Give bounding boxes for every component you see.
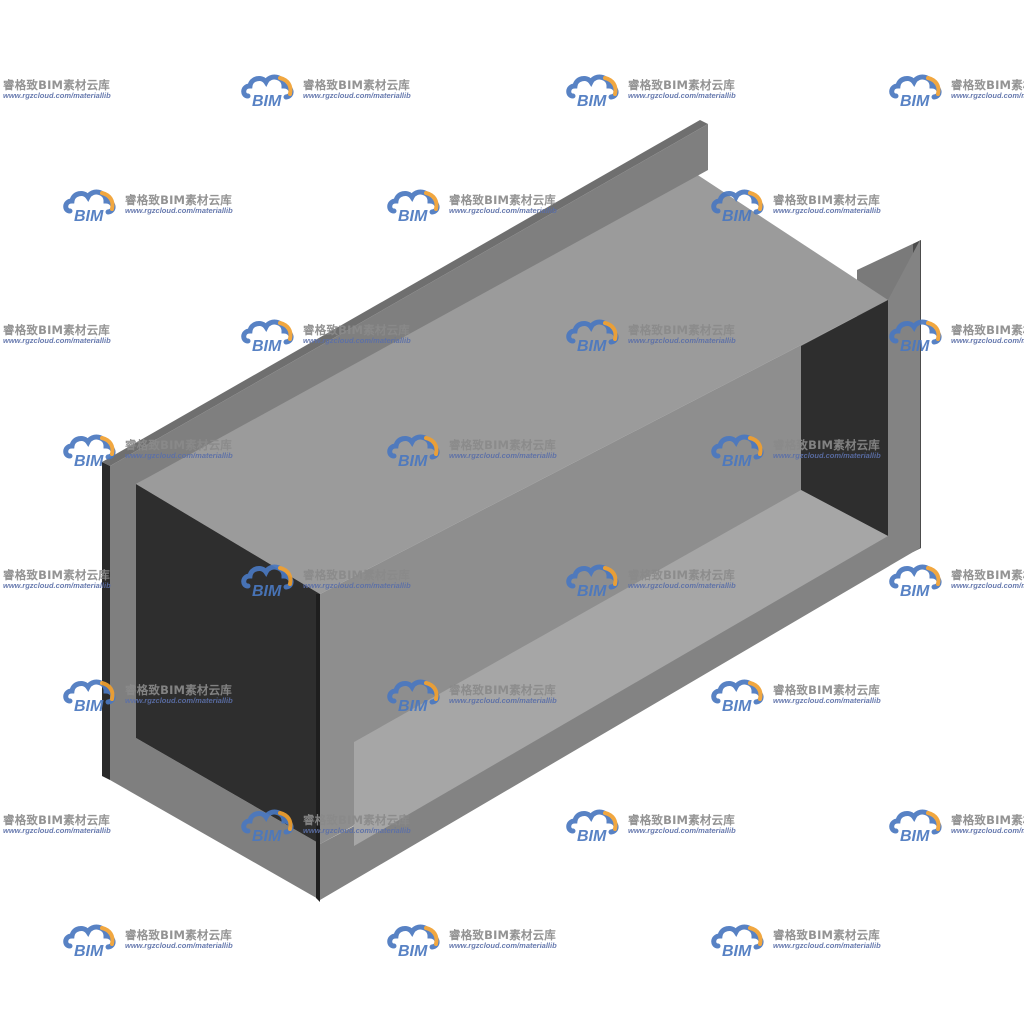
interior-floor xyxy=(354,490,888,846)
front-flange-top-strip xyxy=(102,120,708,466)
far-opening-interior xyxy=(801,300,888,536)
front-flange-thickness xyxy=(102,462,110,780)
duct-top-face xyxy=(136,166,888,594)
front-flange-face xyxy=(110,124,708,900)
front-flange-bottom-edge xyxy=(316,594,320,902)
